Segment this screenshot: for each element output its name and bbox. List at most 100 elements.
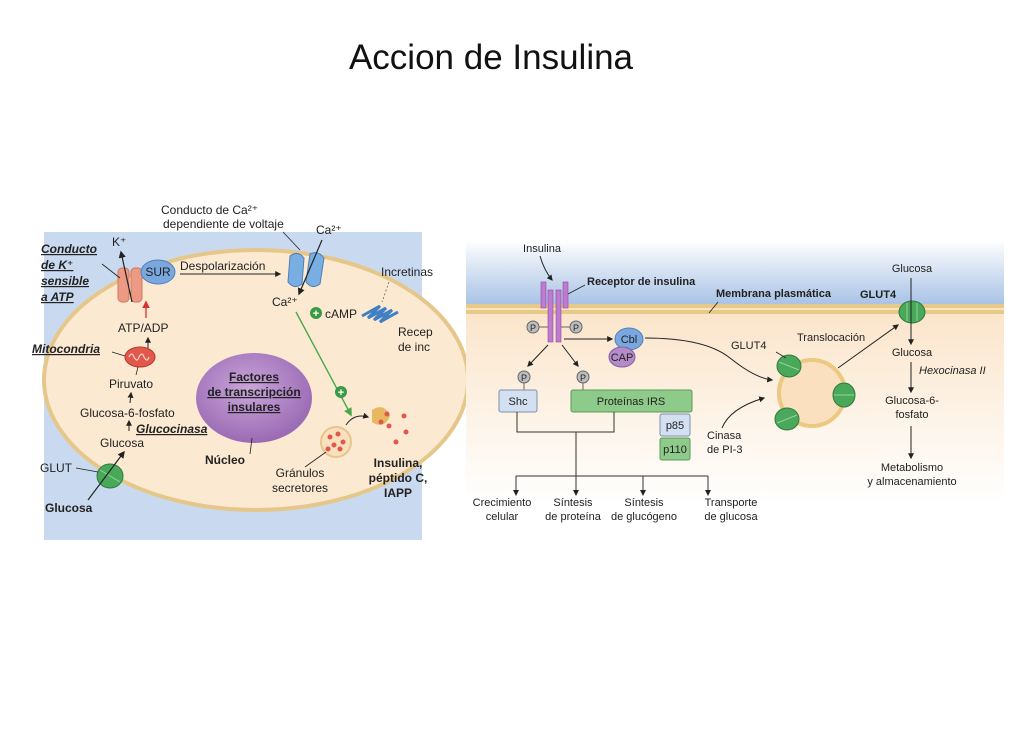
membrane-leader <box>708 301 719 314</box>
phosphate-label: P <box>521 373 527 383</box>
outcome-1-line1: Crecimiento <box>473 497 532 509</box>
p110-label: p110 <box>663 444 687 456</box>
arrow <box>527 344 549 367</box>
ca-channel-icon <box>287 252 325 288</box>
incretin-leader <box>381 281 390 303</box>
nucleus-factors-2: de transcripción <box>207 385 300 399</box>
glut4-leader <box>775 351 787 359</box>
g6p-label-1: Glucosa-6- <box>885 395 939 407</box>
arrowhead <box>573 490 579 496</box>
g6p-label-2: fosfato <box>895 409 928 421</box>
hexokinase-label: Hexocinasa II <box>919 365 986 377</box>
beta-cell-diagram: SUR K⁺ Conducto de K⁺ sensible a ATP Des… <box>32 203 470 540</box>
pi3k-label-2: de PI-3 <box>707 444 742 456</box>
glut4-vesicle-label: GLUT4 <box>731 340 766 352</box>
outcome-4-line1: Transporte <box>705 497 758 509</box>
granule-leader <box>304 451 327 468</box>
plus-icon <box>335 386 347 398</box>
atp-adp-label: ATP/ADP <box>118 321 168 335</box>
mitochondria-icon <box>124 346 156 368</box>
depolarization-label: Despolarización <box>180 259 265 273</box>
translocation-arrow <box>837 324 899 369</box>
ca-inside-label: Ca²⁺ <box>272 295 298 309</box>
glucose-top-label: Glucosa <box>892 263 933 275</box>
insulin-arrow <box>539 255 553 281</box>
k-efflux-arrow <box>118 250 133 303</box>
cbl-to-vesicle-arrow <box>644 337 774 383</box>
insulin-label: Insulina <box>523 243 562 255</box>
incretins-label: Incretinas <box>381 265 433 279</box>
sur-icon <box>140 259 176 285</box>
membrane-glut4-icon <box>898 300 926 324</box>
outcome-3-line1: Síntesis <box>624 497 664 509</box>
ca-channel-leader <box>282 231 301 251</box>
plus-label: + <box>313 308 319 320</box>
k-channel-label-4: a ATP <box>41 290 75 304</box>
sur-label: SUR <box>145 265 171 279</box>
arrowhead <box>705 490 711 496</box>
nucleus-factors-3: insulares <box>228 400 281 414</box>
glut4-transporter-icon <box>774 407 800 431</box>
granules-label-1: Gránulos <box>276 466 325 480</box>
ca-influx-arrow <box>297 239 323 296</box>
arrow <box>127 391 134 404</box>
cap-label: CAP <box>611 352 634 364</box>
ca-outside-label: Ca²⁺ <box>316 223 342 237</box>
incretin-receptor-label-2: de inc <box>398 340 430 354</box>
mitochondria-leader <box>111 351 126 357</box>
glut4-transporter-icon <box>832 382 856 408</box>
signal-tree <box>515 412 709 492</box>
extracellular-background <box>466 240 1004 304</box>
secreted-label-3: IAPP <box>384 486 412 500</box>
secreted-label-1: Insulina, <box>374 456 423 470</box>
metabolism-label-2: y almacenamiento <box>867 476 956 488</box>
cytoplasm-background <box>466 314 1004 504</box>
incretin-receptor-icon <box>361 304 399 324</box>
receptor-leader <box>567 284 586 295</box>
membrane-label: Membrana plasmática <box>716 288 832 300</box>
pyruvate-label: Piruvato <box>109 377 153 391</box>
translocation-label: Translocación <box>797 332 865 344</box>
glucose-outside-label: Glucosa <box>45 501 93 515</box>
p85-box <box>659 413 691 437</box>
granules-label-2: secretores <box>272 481 328 495</box>
shc-box <box>498 389 538 413</box>
insulin-signaling-diagram: Insulina Receptor de insulina Membrana p… <box>466 240 1004 523</box>
secretory-granule-icon <box>320 426 352 458</box>
outcome-2-line1: Síntesis <box>553 497 593 509</box>
outcome-4-line2: de glucosa <box>704 511 758 523</box>
exocytosis-arrow <box>345 412 370 426</box>
metabolism-label-1: Metabolismo <box>881 462 943 474</box>
shc-label: Shc <box>509 396 528 408</box>
glucose-uptake-arrow <box>87 450 125 501</box>
glut-transporter-icon <box>96 463 124 489</box>
plus-label: + <box>338 387 344 399</box>
pi3k-arrow <box>721 396 766 429</box>
outcome-2-line2: de proteína <box>545 511 602 523</box>
nucleus-icon <box>196 353 312 443</box>
phosphate-label: P <box>580 373 586 383</box>
arrowhead <box>640 490 646 496</box>
irs-box <box>570 389 693 413</box>
plus-icon <box>310 307 322 319</box>
nucleus-factors-1: Factores <box>229 370 279 384</box>
outcome-1-line2: celular <box>486 511 519 523</box>
glut-label: GLUT <box>40 461 73 475</box>
phosphate-icon <box>526 320 540 334</box>
k-channel-leader <box>101 263 121 279</box>
cbl-label: Cbl <box>621 334 638 346</box>
k-channel-label-3: sensible <box>41 274 89 288</box>
glut4-membrane-label: GLUT4 <box>860 289 897 301</box>
incretin-receptor-label-1: Recep <box>398 325 433 339</box>
cap-icon <box>608 346 636 368</box>
p85-label: p85 <box>666 420 684 432</box>
arrow <box>561 344 579 367</box>
ca-channel-label-2: dependiente de voltaje <box>163 217 284 231</box>
pi3k-label-1: Cinasa <box>707 430 742 442</box>
insulin-particles-icon <box>378 411 409 445</box>
k-channel-label-2: de K⁺ <box>41 258 73 272</box>
arrow <box>135 366 139 376</box>
k-ion-label: K⁺ <box>112 235 126 249</box>
insulin-receptor-icon <box>540 281 569 343</box>
